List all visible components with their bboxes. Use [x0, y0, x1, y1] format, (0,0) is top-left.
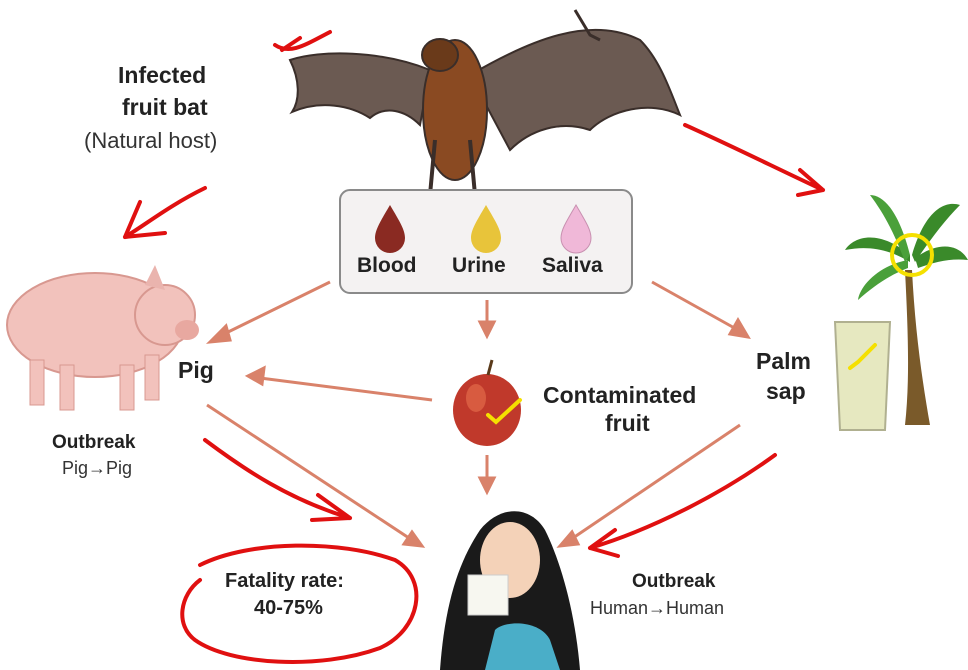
- human-outbreak-title: Outbreak: [632, 571, 715, 593]
- bat-title-line2: fruit bat: [122, 94, 208, 121]
- pig-outbreak-sub: Pig→Pig: [62, 458, 132, 479]
- fruit-bat-illustration: [290, 10, 680, 195]
- fatality-rate-line1: Fatality rate:: [225, 570, 344, 593]
- pig-label: Pig: [178, 357, 214, 384]
- pig-outbreak-title: Outbreak: [52, 432, 135, 454]
- bat-title-line1: Infected: [118, 62, 206, 89]
- apple-illustration: [453, 360, 521, 446]
- fluid-label-saliva: Saliva: [542, 254, 603, 278]
- bat-subtitle: (Natural host): [84, 128, 217, 154]
- human-outbreak-sub: Human→Human: [590, 598, 724, 619]
- fluid-label-blood: Blood: [357, 254, 416, 278]
- fruit-label-line2: fruit: [605, 410, 650, 437]
- sick-person-illustration: [440, 511, 580, 670]
- pig-illustration: [7, 265, 199, 410]
- palm-label-line2: sap: [766, 378, 806, 405]
- fluid-label-urine: Urine: [452, 254, 506, 278]
- palm-sap-glass-illustration: [835, 322, 890, 430]
- fruit-label-line1: Contaminated: [543, 382, 696, 409]
- fatality-rate-line2: 40-75%: [254, 597, 323, 620]
- palm-label-line1: Palm: [756, 348, 811, 375]
